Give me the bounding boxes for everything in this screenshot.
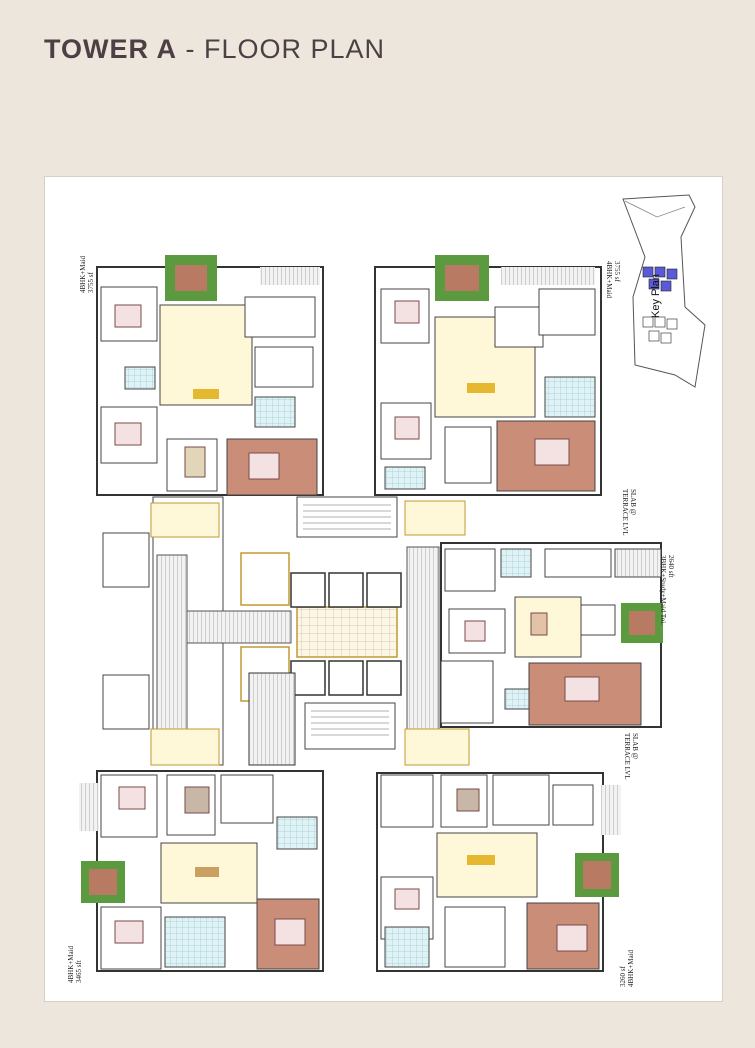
slab-lower-line2: TERRACE LVL	[623, 733, 631, 780]
unit-type-bottom-right: 4BHK+Maid	[627, 949, 635, 987]
unit-label-top-left: 4BHK+Maid 3755 sf	[79, 256, 95, 293]
unit-type-middle-right: 3BHK+Study+Maid Toi.	[659, 555, 667, 625]
central-core	[102, 496, 470, 766]
title-floor-plan: - FLOOR PLAN	[177, 34, 386, 64]
unit-type-top-right: 4BHK+Maid	[605, 261, 613, 299]
unit-top-left	[96, 255, 324, 496]
unit-label-bottom-left: 4BHK+Maid 3465 sft	[67, 946, 83, 983]
slab-label-lower: SLAB @ TERRACE LVL	[623, 733, 639, 780]
unit-type-top-left: 4BHK+Maid	[79, 255, 87, 293]
slab-label-upper: SLAB @ TERRACE LVL	[621, 489, 637, 536]
unit-area-middle-right: 2640 sft	[667, 555, 675, 578]
unit-area-top-left: 3755 sf	[87, 272, 95, 293]
key-plan-label: Key Plan	[650, 273, 662, 318]
unit-top-right	[374, 255, 602, 496]
unit-area-bottom-left: 3465 sft	[75, 960, 83, 983]
unit-label-bottom-right: 3260 sf 4BHK+Maid	[619, 950, 635, 987]
slab-upper-line1: SLAB @	[629, 489, 637, 516]
unit-label-top-right: 3755 sf 4BHK+Maid	[605, 261, 621, 298]
slab-lower-line1: SLAB @	[631, 733, 639, 760]
title-tower: TOWER A	[44, 34, 177, 64]
key-plan-map	[622, 194, 706, 388]
unit-label-middle-right: 2640 sft 3BHK+Study+Maid Toi.	[659, 555, 675, 625]
unit-bottom-left	[79, 770, 324, 972]
slab-upper-line2: TERRACE LVL	[621, 489, 629, 536]
page-title: TOWER A - FLOOR PLAN	[44, 34, 385, 65]
unit-type-bottom-left: 4BHK+Maid	[67, 945, 75, 983]
floor-plan-sheet: 4BHK+Maid 3755 sf 3755 sf 4BHK+Maid SLAB…	[44, 176, 723, 1002]
unit-area-bottom-right: 3260 sf	[619, 966, 627, 987]
unit-bottom-right	[376, 772, 621, 972]
unit-middle-right	[440, 542, 663, 728]
unit-area-top-right: 3755 sf	[613, 261, 621, 282]
floor-plan-drawing	[79, 194, 706, 972]
